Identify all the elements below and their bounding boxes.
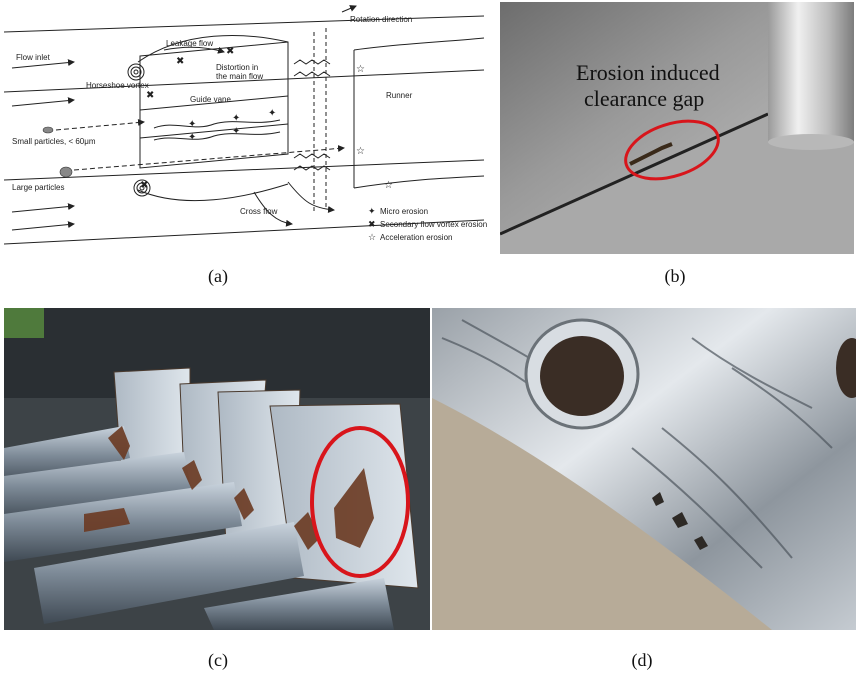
- svg-text:✦: ✦: [232, 113, 240, 124]
- eroded-surface-photo: [432, 308, 856, 630]
- highlight-ellipse: [624, 119, 720, 181]
- svg-text:☆: ☆: [384, 180, 393, 191]
- legend-acceleration: Acceleration erosion: [380, 233, 452, 242]
- panel-d-photo: [432, 308, 856, 630]
- label-distortion-2: the main flow: [216, 72, 263, 81]
- flow-diagram: ✦ ✦ ✦ ✦ ✦ ✖ ✖ ✖ ✖ ☆ ☆ ☆ Rotation direction Flow …: [4, 5, 487, 245]
- legend-micro-erosion-icon: ✦: [368, 207, 376, 217]
- label-large-particles: Large particles: [12, 183, 64, 192]
- label-runner: Runner: [386, 91, 413, 100]
- svg-text:✦: ✦: [188, 119, 196, 130]
- label-cross-flow: Cross flow: [240, 207, 278, 216]
- label-rotation-direction: Rotation direction: [350, 15, 412, 24]
- panel-b-photo: Erosion induced clearance gap: [500, 2, 854, 254]
- caption-line-2: clearance gap: [584, 86, 704, 111]
- legend-secondary-vortex: Secondary flow vortex erosion: [380, 220, 487, 229]
- panel-c-photo: [4, 308, 430, 630]
- clearance-gap-photo: Erosion induced clearance gap: [500, 2, 854, 254]
- svg-text:☆: ☆: [356, 146, 365, 157]
- legend-secondary-vortex-icon: ✖: [368, 220, 376, 230]
- svg-text:✖: ✖: [226, 46, 234, 57]
- svg-text:✦: ✦: [188, 132, 196, 143]
- caption-line-1: Erosion induced: [576, 60, 720, 85]
- panel-label-a: (a): [208, 266, 228, 286]
- panel-a-diagram: ✦ ✦ ✦ ✦ ✦ ✖ ✖ ✖ ✖ ☆ ☆ ☆ Rotation direction Flow …: [4, 2, 488, 252]
- label-distortion-1: Distortion in: [216, 63, 258, 72]
- legend-micro-erosion: Micro erosion: [380, 207, 428, 216]
- legend-acceleration-icon: ☆: [368, 233, 376, 243]
- svg-text:☆: ☆: [356, 64, 365, 75]
- panel-label-c: (c): [208, 650, 228, 670]
- panel-label-b: (b): [664, 266, 686, 286]
- svg-text:✦: ✦: [268, 108, 276, 119]
- label-leakage-flow: Leakage flow: [166, 39, 213, 48]
- svg-text:✖: ✖: [140, 180, 148, 191]
- svg-text:✖: ✖: [176, 56, 184, 67]
- highlight-ellipse-c: [310, 426, 410, 578]
- guide-vanes-photo: [4, 308, 430, 630]
- label-small-particles: Small particles, < 60μm: [12, 137, 96, 146]
- svg-text:✦: ✦: [232, 126, 240, 137]
- legend: ✦ Micro erosion ✖ Secondary flow vortex …: [368, 207, 487, 243]
- label-guide-vane: Guide vane: [190, 95, 231, 104]
- label-horseshoe-vortex: Horseshoe vortex: [86, 81, 149, 90]
- panel-label-d: (d): [631, 650, 653, 670]
- label-flow-inlet: Flow inlet: [16, 53, 51, 62]
- svg-text:✖: ✖: [146, 90, 154, 101]
